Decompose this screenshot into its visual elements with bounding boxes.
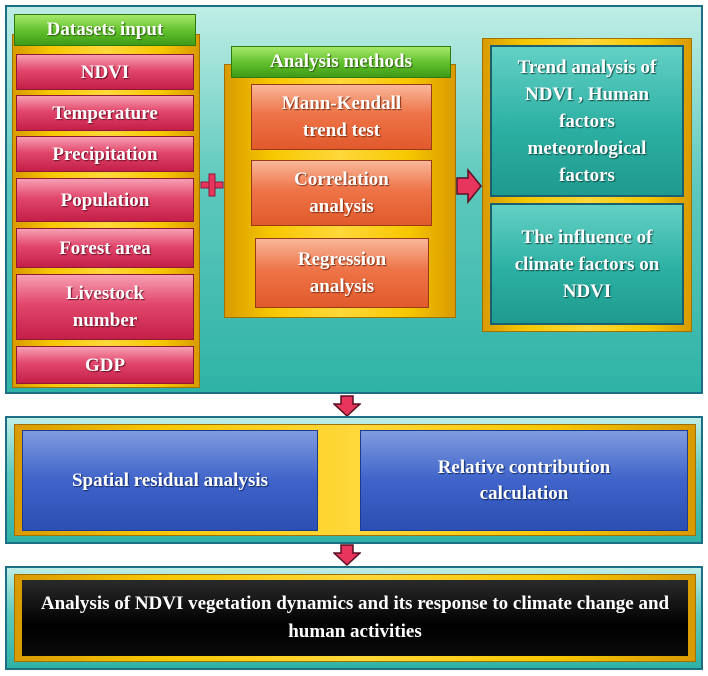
result-item-trend-analysis: Trend analysis of NDVI , Human factors m… xyxy=(490,45,684,197)
middle-item-spatial-residual: Spatial residual analysis xyxy=(22,430,318,531)
method-item-correlation: Correlation analysis xyxy=(251,160,432,226)
method-item-mann-kendall: Mann-Kendall trend test xyxy=(251,84,432,150)
plus-icon xyxy=(200,173,224,197)
datasets-title: Datasets input xyxy=(14,14,196,46)
middle-item-relative-contribution: Relative contribution calculation xyxy=(360,430,688,531)
dataset-item-forest-area: Forest area xyxy=(16,228,194,268)
dataset-item-livestock-number: Livestock number xyxy=(16,274,194,340)
dataset-item-precipitation: Precipitation xyxy=(16,136,194,172)
dataset-item-gdp: GDP xyxy=(16,346,194,384)
down-arrow-icon xyxy=(333,395,361,417)
dataset-item-population: Population xyxy=(16,178,194,222)
down-arrow-icon xyxy=(333,544,361,566)
method-item-regression: Regression analysis xyxy=(255,238,429,308)
dataset-item-temperature: Temperature xyxy=(16,95,194,131)
right-arrow-icon xyxy=(456,168,482,204)
final-conclusion: Analysis of NDVI vegetation dynamics and… xyxy=(22,580,688,656)
result-item-climate-influence: The influence of climate factors on NDVI xyxy=(490,203,684,325)
dataset-item-ndvi: NDVI xyxy=(16,54,194,90)
methods-title: Analysis methods xyxy=(231,46,451,78)
